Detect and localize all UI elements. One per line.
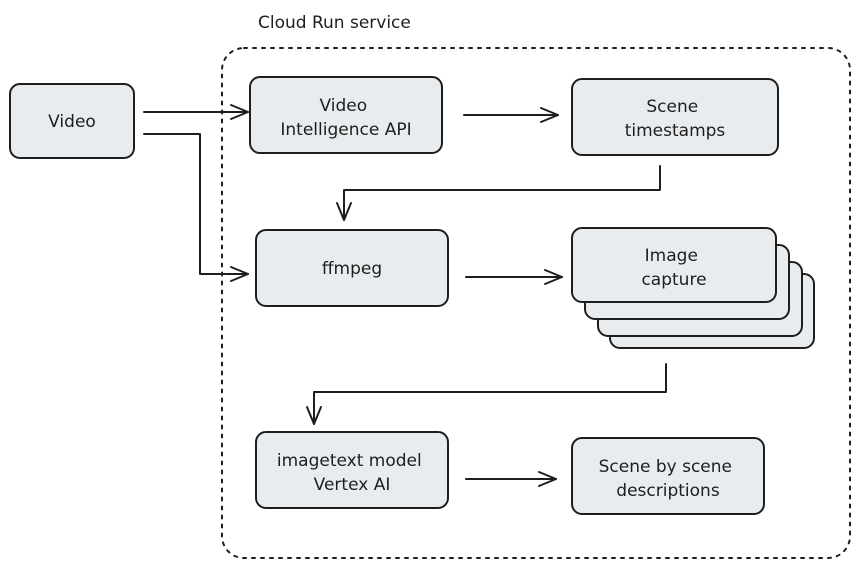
node-descriptions-label-2: descriptions: [616, 481, 720, 501]
svg-text:Scene timestamps: Scene timestamps: [625, 97, 726, 141]
node-timestamps-label-1: Scene: [646, 97, 698, 117]
node-imagetext-label-2: Vertex AI: [314, 475, 391, 495]
node-image-capture: Image capture: [571, 227, 777, 303]
node-image-capture-label-2: capture: [641, 270, 706, 290]
node-scene-timestamps: Scene timestamps: [571, 78, 779, 156]
node-ffmpeg-label-1: ffmpeg: [322, 259, 382, 279]
node-timestamps-label-2: timestamps: [625, 121, 726, 141]
svg-text:Video: Video: [48, 112, 96, 132]
svg-text:Video Intelligence API: Video Intelligence API: [280, 96, 411, 140]
node-scene-descriptions: Scene by scene descriptions: [571, 437, 765, 515]
node-ffmpeg: ffmpeg: [255, 229, 449, 307]
node-video-intelligence-api: Video Intelligence API: [249, 76, 443, 154]
cloud-run-container: [221, 47, 851, 559]
container-title: Cloud Run service: [258, 13, 411, 33]
edge-image-capture-to-imagetext: [306, 363, 667, 425]
node-vi-api-label-1: Video: [319, 96, 367, 116]
node-video-label-1: Video: [48, 112, 96, 132]
edge-timestamps-to-ffmpeg: [336, 165, 661, 221]
svg-text:ffmpeg: ffmpeg: [322, 259, 382, 279]
node-vi-api-label-2: Intelligence API: [280, 120, 411, 140]
node-imagetext-label-1: imagetext model: [277, 451, 422, 471]
node-descriptions-label-1: Scene by scene: [599, 457, 732, 477]
node-imagetext-vertex-ai: imagetext model Vertex AI: [255, 431, 449, 509]
svg-text:Image capture: Image capture: [641, 246, 706, 290]
edge-video-to-ffmpeg: [143, 133, 249, 282]
svg-text:imagetext model Vertex A: imagetext model Vertex AI: [277, 451, 427, 495]
svg-text:Scene by scene descripti: Scene by scene descriptions: [599, 457, 738, 501]
node-video: Video: [9, 83, 135, 159]
node-image-capture-label-1: Image: [645, 246, 698, 266]
